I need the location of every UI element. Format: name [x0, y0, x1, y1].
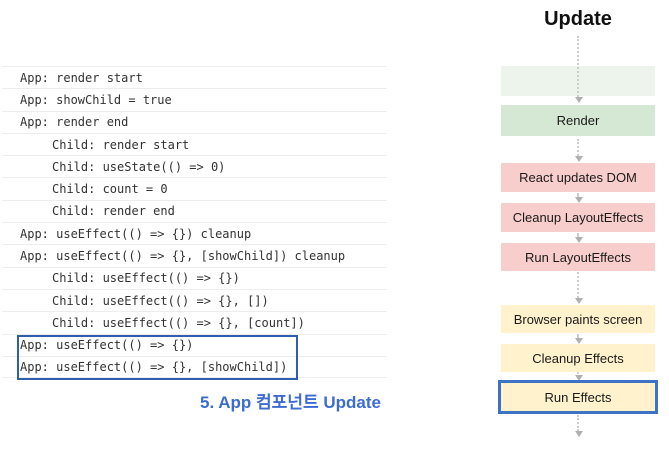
flow-arrow [575, 139, 583, 162]
log-line: Child: useState(() => 0) [2, 155, 387, 177]
flow-arrow [575, 272, 583, 304]
flow-node-browser-paints-screen: Browser paints screen [501, 305, 655, 333]
flow-node-run-layouteffects: Run LayoutEffects [501, 243, 655, 271]
log-line: App: render start [2, 66, 387, 88]
flow-arrow [575, 193, 583, 203]
flow-arrow [575, 372, 583, 381]
log-line: Child: count = 0 [2, 177, 387, 199]
log-line-highlighted: App: useEffect(() => {}) [2, 333, 387, 356]
log-line: Child: render start [2, 132, 387, 155]
flow-node-run-effects-highlighted: Run Effects [498, 380, 658, 414]
log-line: App: showChild = true [2, 88, 387, 110]
flow-node-cleanup-layouteffects: Cleanup LayoutEffects [501, 203, 655, 232]
log-line: App: useEffect(() => {}) cleanup [2, 222, 387, 244]
flow-arrow [575, 334, 583, 344]
log-line: App: render end [2, 110, 387, 133]
flow-arrow [575, 36, 583, 103]
flow-arrow [575, 415, 583, 437]
console-log: App: render start App: showChild = true … [2, 66, 387, 379]
log-line-highlighted: App: useEffect(() => {}, [showChild]) [2, 355, 387, 379]
log-line: Child: render end [2, 199, 387, 222]
flow-arrow [575, 233, 583, 243]
flow-node-cleanup-effects: Cleanup Effects [501, 344, 655, 372]
flow-node-react-updates-dom: React updates DOM [501, 163, 655, 192]
flow-node-render: Render [501, 105, 655, 136]
log-line: Child: useEffect(() => {}, [count]) [2, 311, 387, 333]
caption: 5. App 컴포넌트 Update [200, 393, 381, 412]
log-line: App: useEffect(() => {}, [showChild]) cl… [2, 244, 387, 266]
log-line: Child: useEffect(() => {}) [2, 266, 387, 289]
flow-title: Update [544, 8, 612, 30]
log-line: Child: useEffect(() => {}, []) [2, 288, 387, 311]
